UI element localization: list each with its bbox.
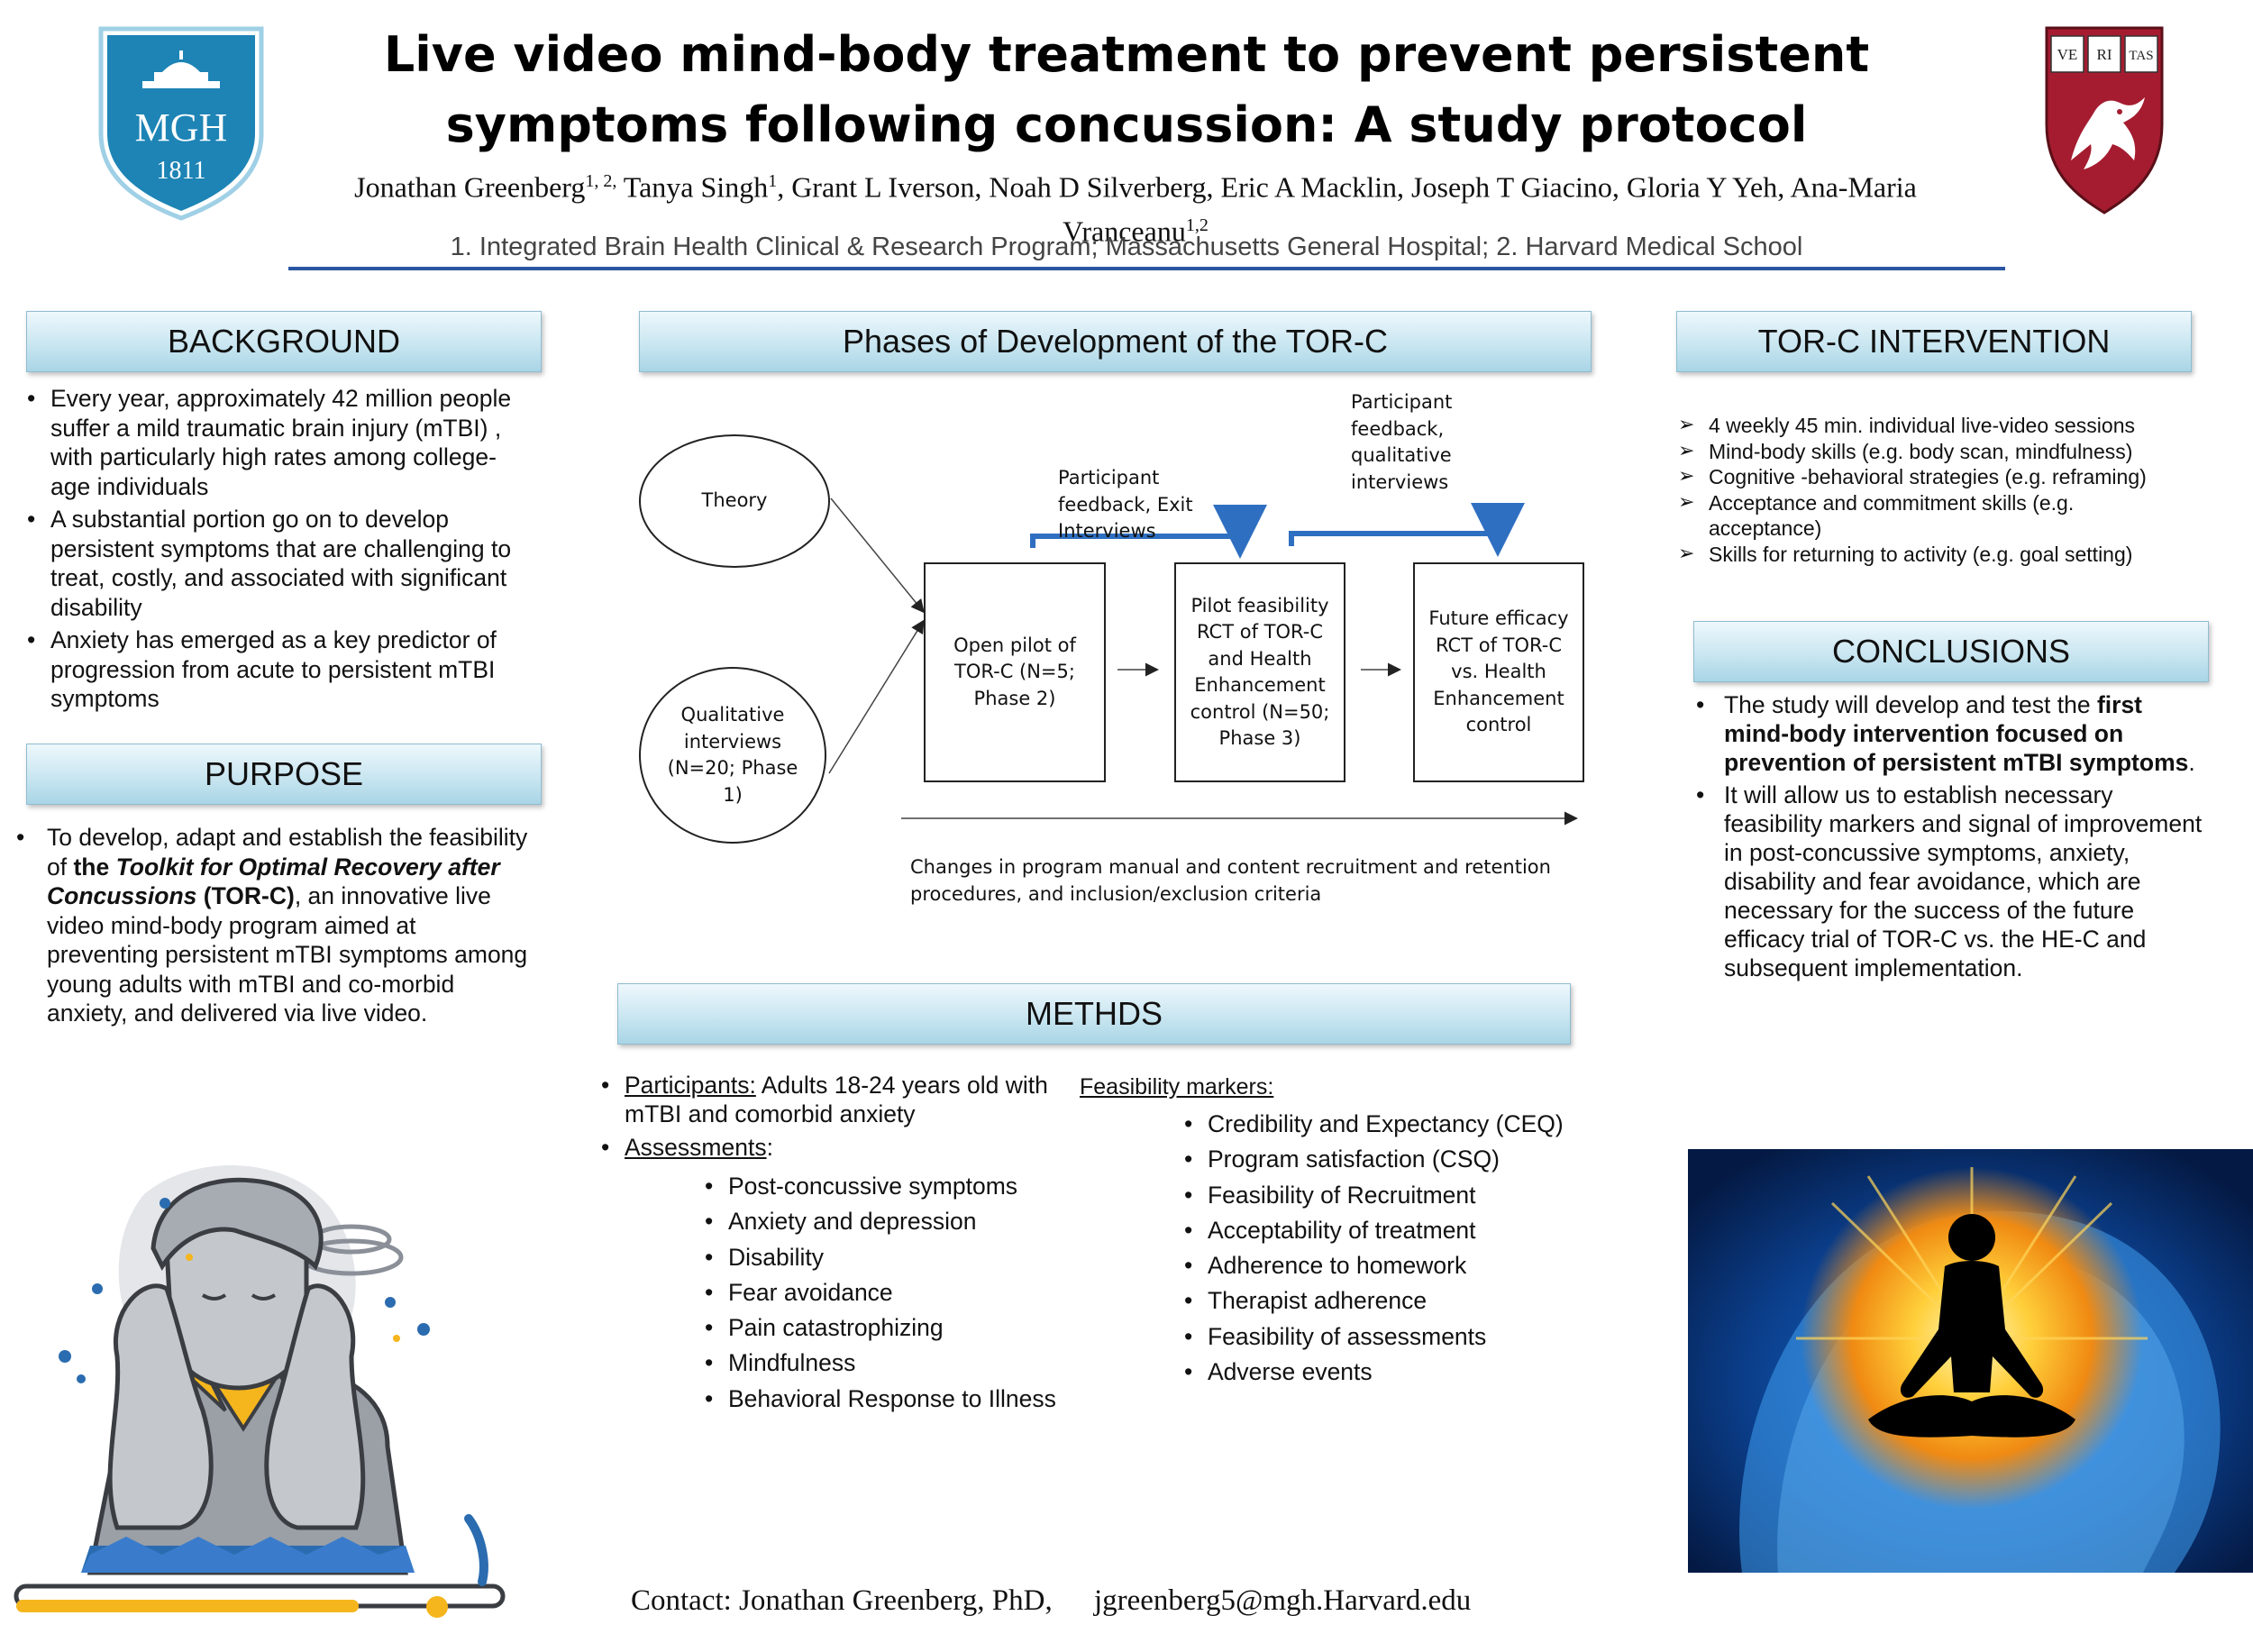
author-rest: , Grant L Iverson, Noah D Silverberg, Er…	[777, 170, 1917, 248]
future-efficacy-box: Future efficacy RCT of TOR-C vs. Health …	[1413, 562, 1584, 782]
feedback-bracket-2	[1289, 503, 1525, 557]
feasibility-markers-label: Feasibility markers:	[1080, 1074, 1274, 1100]
feasibility-item: Therapist adherence	[1184, 1283, 1608, 1319]
feedback-label-2: Participant feedback, qualitative interv…	[1351, 391, 1453, 493]
arrow-qualitative-to-pilot	[828, 619, 925, 774]
pilot-rct-box: Pilot feasibility RCT of TOR-C and Healt…	[1174, 562, 1345, 782]
assessment-item: Disability	[705, 1240, 1101, 1276]
background-item: A substantial portion go on to develop p…	[25, 505, 534, 622]
author-1-affil: 1, 2,	[585, 171, 617, 191]
author-1: Jonathan Greenberg	[354, 170, 586, 204]
purpose-heading: PURPOSE	[26, 744, 542, 805]
participants-item: Participants: Adults 18-24 years old wit…	[601, 1071, 1070, 1128]
author-2-affil: 1	[768, 171, 778, 191]
mgh-logo: MGH 1811	[97, 25, 265, 222]
feasibility-list: Credibility and Expectancy (CEQ) Program…	[1184, 1107, 1608, 1391]
harvard-shield-logo: VE RI TAS	[2044, 25, 2165, 216]
assessment-item: Pain catastrophizing	[705, 1310, 1101, 1346]
veritas-letters-1: VE	[2057, 46, 2078, 63]
background-item: Every year, approximately 42 million peo…	[25, 384, 534, 501]
conclusion-emphasis: first mind-body intervention focused on …	[1724, 691, 2189, 776]
contact-email[interactable]: jgreenberg5@mgh.Harvard.edu	[1093, 1584, 1472, 1617]
poster-title: Live video mind-body treatment to preven…	[383, 26, 1870, 153]
feasibility-item: Feasibility of Recruitment	[1184, 1178, 1608, 1214]
intervention-item: Skills for returning to activity (e.g. g…	[1678, 542, 2183, 568]
methods-heading: METHDS	[617, 983, 1571, 1045]
purpose-item: To develop, adapt and establish the feas…	[14, 823, 530, 1028]
intervention-item: Cognitive -behavioral strategies (e.g. r…	[1678, 464, 2183, 490]
feedback-bracket-1	[1030, 505, 1267, 559]
theory-node: Theory	[639, 434, 830, 568]
feasibility-item: Adverse events	[1184, 1355, 1608, 1391]
author-2: Tanya Singh	[616, 170, 769, 204]
purpose-toolkit-name: Toolkit for Optimal Recovery after Concu…	[47, 853, 500, 910]
conclusions-heading: CONCLUSIONS	[1693, 621, 2209, 682]
purpose-list: To develop, adapt and establish the feas…	[14, 823, 530, 1028]
mgh-logo-year: 1811	[157, 157, 206, 185]
mgh-logo-text: MGH	[135, 105, 228, 150]
affiliations: 1. Integrated Brain Health Clinical & Re…	[450, 233, 1803, 261]
conclusion-text-a: The study will develop and test the	[1724, 691, 2097, 718]
arrow-theory-to-pilot	[830, 497, 925, 614]
contact-label: Contact: Jonathan Greenberg, PhD,	[631, 1584, 1053, 1617]
assessment-item: Fear avoidance	[705, 1275, 1101, 1311]
background-item: Anxiety has emerged as a key predictor o…	[25, 625, 534, 714]
intervention-item: Acceptance and commitment skills (e.g. a…	[1678, 490, 2183, 542]
intervention-item: 4 weekly 45 min. individual live-video s…	[1678, 413, 2183, 439]
methods-main-list: Participants: Adults 18-24 years old wit…	[601, 1071, 1070, 1166]
participants-label: Participants:	[625, 1072, 756, 1099]
assessments-item: Assessments:	[601, 1130, 1070, 1166]
purpose-text-1: To develop, adapt and establish the feas…	[47, 824, 528, 881]
purpose-acronym: (TOR-C)	[196, 882, 295, 909]
intervention-heading: TOR-C INTERVENTION	[1676, 311, 2192, 372]
feasibility-item: Credibility and Expectancy (CEQ)	[1184, 1107, 1608, 1143]
conclusion-text-c: .	[2188, 749, 2195, 776]
intervention-item: Mind-body skills (e.g. body scan, mindfu…	[1678, 439, 2183, 465]
participants-text: Adults 18-24 years old with mTBI and com…	[625, 1072, 1048, 1127]
qualitative-interviews-node: Qualitative interviews (N=20; Phase 1)	[639, 667, 826, 844]
assessments-list: Post-concussive symptoms Anxiety and dep…	[705, 1169, 1101, 1417]
feasibility-item: Program satisfaction (CSQ)	[1184, 1142, 1608, 1178]
header-rule	[288, 267, 2005, 270]
headache-illustration	[9, 1140, 518, 1638]
feasibility-item: Adherence to homework	[1184, 1248, 1608, 1284]
feasibility-item: Feasibility of assessments	[1184, 1319, 1608, 1355]
feasibility-item: Acceptability of treatment	[1184, 1213, 1608, 1249]
intervention-list: 4 weekly 45 min. individual live-video s…	[1678, 413, 2183, 567]
assessment-item: Mindfulness	[705, 1346, 1101, 1382]
meditation-brain-image	[1688, 1149, 2253, 1573]
veritas-letters-3: TAS	[2129, 49, 2153, 63]
veritas-letters-2: RI	[2097, 46, 2112, 63]
background-heading: BACKGROUND	[26, 311, 542, 372]
feedback-label-1: Participant feedback, Exit Interviews	[1058, 467, 1193, 542]
open-pilot-box: Open pilot of TOR-C (N=5; Phase 2)	[924, 562, 1106, 782]
purpose-text-2: the	[73, 853, 116, 881]
author-list: Jonathan Greenberg1, 2, Tanya Singh1, Gr…	[324, 162, 1947, 250]
purpose-text-5: , an innovative live video mind-body pro…	[47, 882, 528, 1027]
changes-caption: Changes in program manual and content re…	[910, 856, 1551, 905]
author-rest-affil: 1,2	[1185, 214, 1209, 235]
conclusion-item: It will allow us to establish necessary …	[1694, 780, 2212, 982]
conclusions-list: The study will develop and test the firs…	[1694, 690, 2212, 982]
background-list: Every year, approximately 42 million peo…	[25, 384, 534, 714]
phases-diagram: Theory Qualitative interviews (N=20; Pha…	[631, 379, 1604, 919]
assessments-label: Assessments	[625, 1134, 767, 1161]
assessment-item: Behavioral Response to Illness	[705, 1382, 1101, 1418]
phases-heading: Phases of Development of the TOR-C	[639, 311, 1592, 372]
assessment-item: Anxiety and depression	[705, 1204, 1101, 1240]
conclusion-item: The study will develop and test the firs…	[1694, 690, 2212, 777]
assessment-item: Post-concussive symptoms	[705, 1169, 1101, 1205]
contact-line: Contact: Jonathan Greenberg, PhD, jgreen…	[631, 1584, 1471, 1618]
